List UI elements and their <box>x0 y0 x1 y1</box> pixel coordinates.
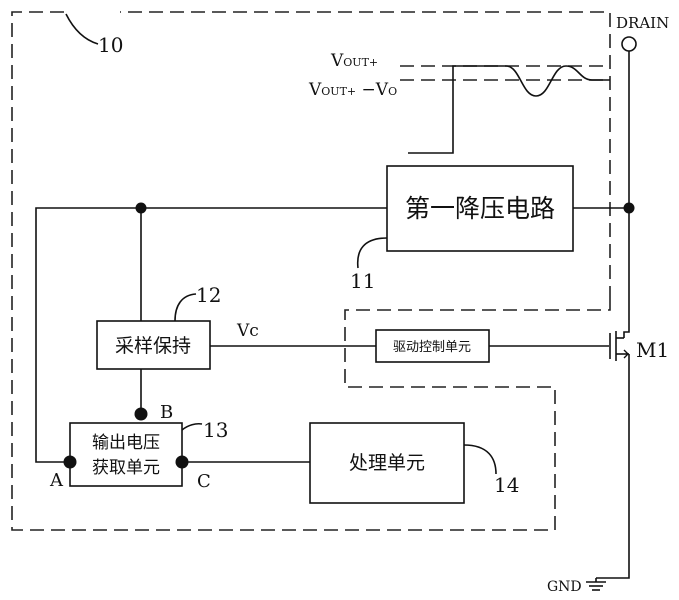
voltage-acquire-label-1: 输出电压 <box>92 433 160 453</box>
leader-14 <box>463 444 497 475</box>
ground-icon <box>586 578 606 591</box>
drive-control-label: 驱动控制单元 <box>393 340 471 355</box>
drive-control-box <box>375 329 490 363</box>
svg-text:VOUT+ −VO: VOUT+ −VO <box>308 80 397 100</box>
node-b-dot <box>134 407 148 421</box>
leader-13 <box>181 422 203 431</box>
sample-hold-box <box>96 320 211 370</box>
vout-minus-label: VOUT+ −VO <box>308 80 397 100</box>
svg-text:VOUT+: VOUT+ <box>330 51 378 71</box>
module-10-boundary <box>11 11 611 531</box>
leader-11 <box>356 237 388 269</box>
voltage-acquire-label-2: 获取单元 <box>92 458 160 478</box>
leader-10 <box>65 13 99 45</box>
processing-box <box>309 422 465 504</box>
output-waveform <box>408 65 610 154</box>
voltage-acquire-box <box>69 422 183 487</box>
drain-terminal <box>621 36 637 52</box>
drain-rail <box>623 51 630 338</box>
gnd-label: GND <box>547 579 582 595</box>
node-a-label: A <box>49 470 64 491</box>
node-c-label: C <box>197 471 211 492</box>
node-b-label: B <box>160 402 173 423</box>
top-wire <box>35 207 387 463</box>
ref-label-10: 10 <box>98 33 123 57</box>
ref-label-13: 13 <box>203 418 228 442</box>
processing-label: 处理单元 <box>349 452 425 474</box>
ref-label-12: 12 <box>196 283 221 307</box>
ref-label-11: 11 <box>350 269 375 293</box>
drain-label: DRAIN <box>616 14 669 32</box>
transistor-m1 <box>609 331 629 361</box>
sample-hold-label: 采样保持 <box>115 335 191 357</box>
leader-12 <box>174 293 197 322</box>
vc-label: Vc <box>236 321 259 341</box>
ref-label-14: 14 <box>494 473 519 497</box>
step-down-circuit-box <box>386 165 574 252</box>
m1-label: M1 <box>636 338 669 362</box>
node-a-dot <box>63 455 77 469</box>
step-down-circuit-label: 第一降压电路 <box>405 194 555 223</box>
vout-plus-label: VOUT+ <box>330 51 378 71</box>
source-to-gnd-wire <box>596 354 630 579</box>
junction-drain <box>623 202 635 214</box>
